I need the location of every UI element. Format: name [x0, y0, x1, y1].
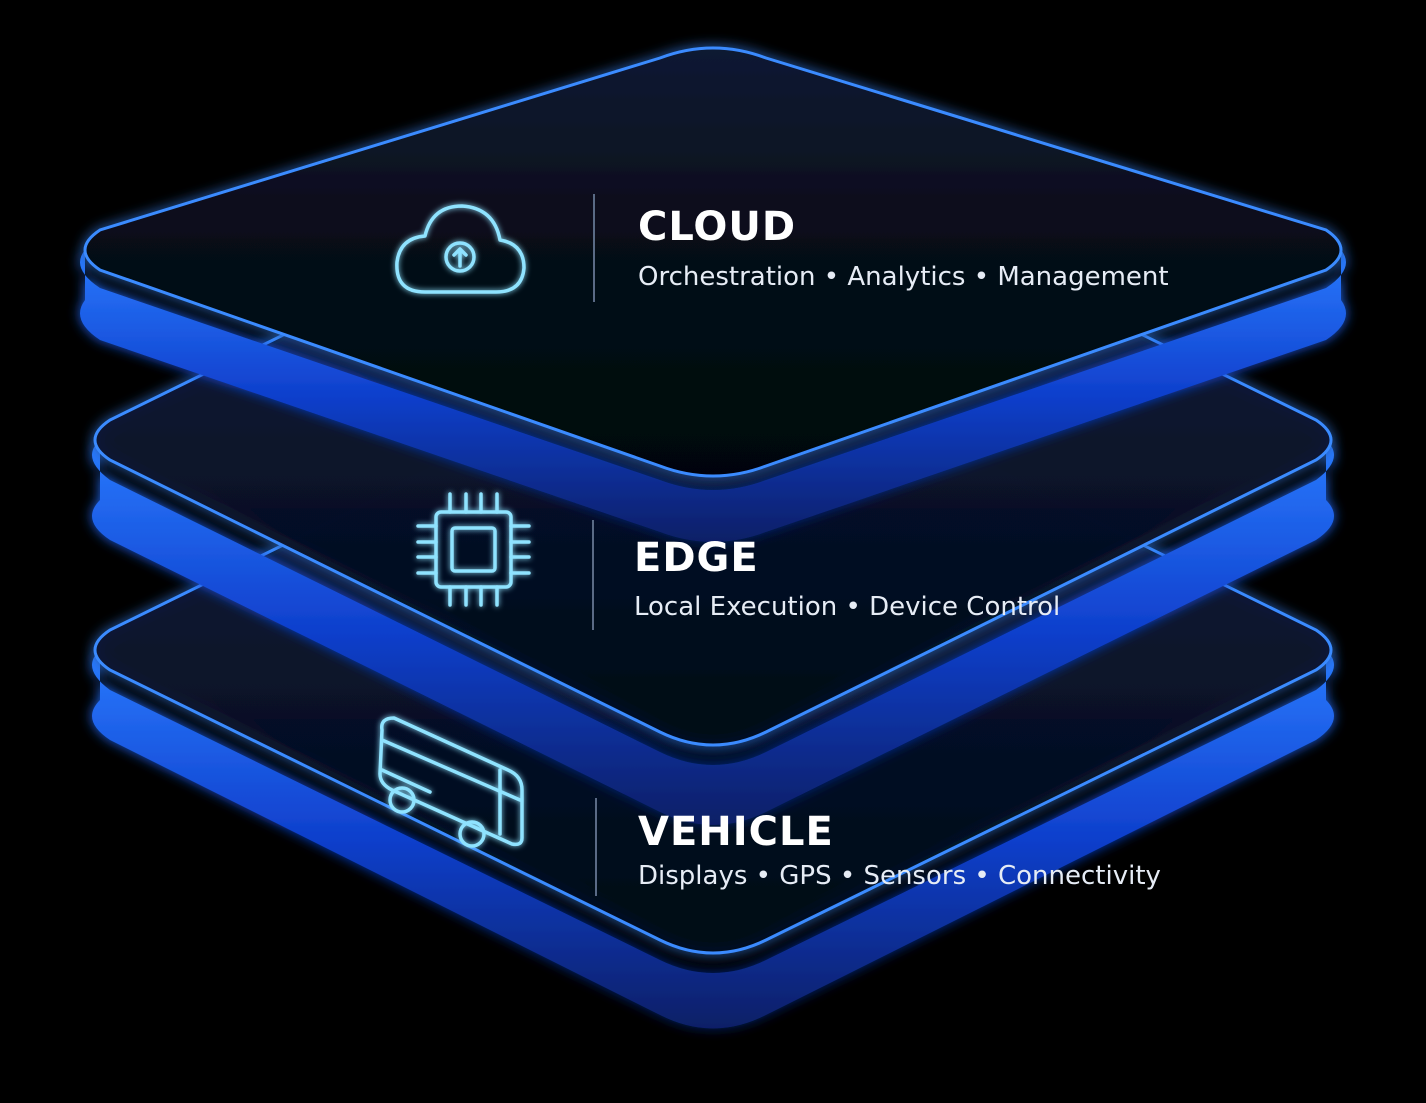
cloud-layer — [80, 46, 1346, 542]
cloud-slab-edge — [80, 250, 1346, 542]
vehicle-layer-title: VEHICLE — [638, 809, 834, 855]
cloud-upload-icon — [395, 204, 526, 294]
cloud-layer-title: CLOUD — [638, 204, 796, 250]
cloud-layer-caption: Orchestration • Analytics • Management — [638, 262, 1169, 292]
edge-layer-caption: Local Execution • Device Control — [634, 592, 1060, 622]
vehicle-layer-caption: Displays • GPS • Sensors • Connectivity — [638, 861, 1161, 891]
chip-icon — [416, 492, 531, 607]
bus-icon — [378, 716, 524, 848]
edge-slab-edge — [92, 440, 1334, 825]
edge-layer-title: EDGE — [634, 535, 759, 581]
cloud-slab-top — [83, 46, 1343, 478]
vehicle-slab-edge — [92, 650, 1334, 1029]
